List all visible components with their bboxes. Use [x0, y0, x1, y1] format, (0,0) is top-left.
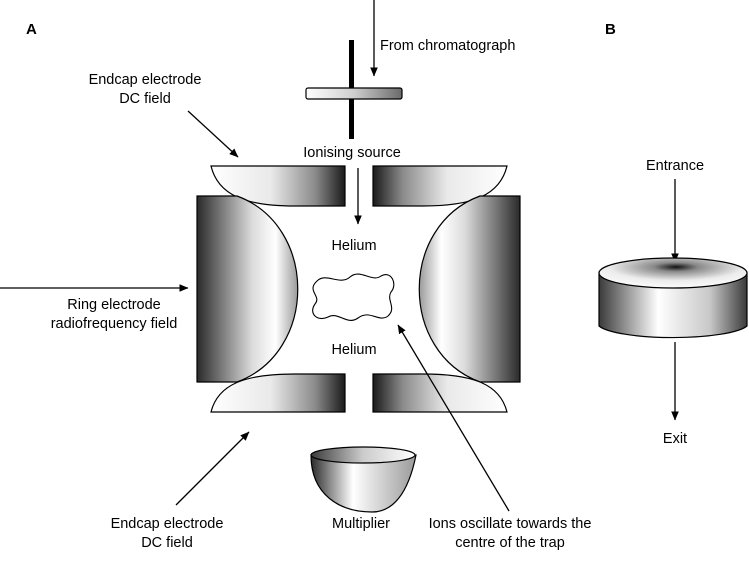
multiplier-top	[310, 446, 416, 464]
endcap-bottom-arrow	[175, 431, 250, 506]
endcap-top-label-line1: Endcap electrode	[89, 72, 202, 88]
ions-arrow	[397, 324, 510, 512]
exit-label: Exit	[663, 431, 687, 447]
from-chromatograph-label: From chromatograph	[380, 38, 515, 54]
ring-electrode-left	[196, 195, 299, 383]
trap-cylinder-top	[598, 257, 748, 289]
multiplier	[310, 454, 417, 513]
multiplier-label: Multiplier	[332, 516, 390, 532]
entrance-label: Entrance	[646, 158, 704, 174]
ion-cloud	[312, 273, 395, 321]
ring-electrode-label-line2: radiofrequency field	[51, 316, 178, 332]
endcap-top-arrow	[187, 110, 239, 158]
endcap-bottom-label-line1: Endcap electrode	[111, 516, 224, 532]
endcap-electrode-bottom-right	[372, 373, 508, 413]
ring-electrode-label-line1: Ring electrode	[67, 297, 161, 313]
helium-top-label: Helium	[331, 238, 376, 254]
endcap-top-label-line2: DC field	[119, 91, 171, 107]
endcap-bottom-label-line2: DC field	[141, 535, 193, 551]
trap-cylinder-body	[598, 272, 748, 339]
panel-label-a: A	[26, 21, 37, 38]
ions-label-line1: Ions oscillate towards the	[429, 516, 592, 532]
ions-label-line2: centre of the trap	[455, 535, 565, 551]
ring-electrode-right	[418, 195, 521, 383]
panel-label-b: B	[605, 21, 616, 38]
injection-disc	[305, 87, 403, 100]
endcap-electrode-bottom-left	[210, 373, 346, 413]
helium-bottom-label: Helium	[331, 342, 376, 358]
ionising-source-label: Ionising source	[303, 145, 401, 161]
